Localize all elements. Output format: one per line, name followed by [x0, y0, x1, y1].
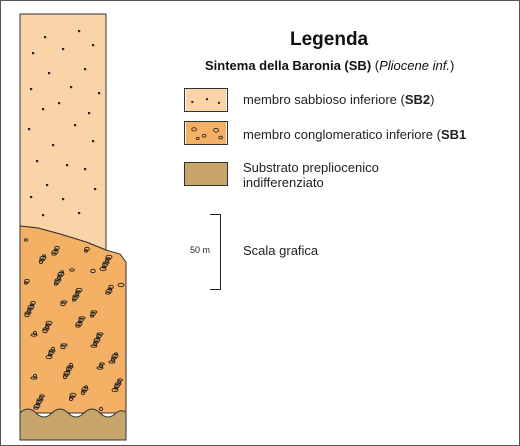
legend-subtitle-age: Pliocene inf.	[379, 58, 450, 73]
sand-dot	[66, 164, 68, 166]
legend-item-sb2-code: SB2	[405, 92, 430, 107]
sand-dot	[30, 88, 32, 90]
sand-dot	[36, 160, 38, 162]
legend-title: Legenda	[290, 29, 368, 51]
sand-dot	[42, 214, 44, 216]
legend-item-substrate-line1: Substrato prepliocenico	[243, 160, 379, 175]
sand-dot	[74, 124, 76, 126]
scale-label: Scala grafica	[243, 243, 318, 258]
sand-dot	[32, 52, 34, 54]
sand-dot	[62, 198, 64, 200]
sand-dot	[30, 196, 32, 198]
scale-bar	[210, 214, 222, 290]
sand-dot	[42, 108, 44, 110]
sand-dot	[58, 102, 60, 104]
swatch-sb2	[184, 88, 228, 112]
sand-dot	[78, 30, 80, 32]
sand-dot	[70, 86, 72, 88]
sand-dot	[78, 212, 80, 214]
scale-value: 50 m	[190, 245, 210, 255]
sand-dot	[84, 68, 86, 70]
legend-item-sb1-code: SB1	[441, 127, 466, 142]
sand-dot	[94, 188, 96, 190]
sand-dot	[52, 144, 54, 146]
legend-item-sb2: membro sabbioso inferiore (SB2)	[243, 92, 435, 107]
legend-item-sb2-suffix: )	[430, 92, 434, 107]
legend-subtitle-name: Sintema della Baronia (SB)	[205, 58, 371, 73]
sand-dot	[62, 48, 64, 50]
stratigraphic-column	[0, 0, 140, 446]
legend-item-sb2-label: membro sabbioso inferiore (	[243, 92, 405, 107]
column-unit-substrate	[20, 409, 126, 440]
sand-dot	[84, 168, 86, 170]
column-unit-sb1	[20, 226, 126, 413]
sand-dot	[98, 92, 100, 94]
legend-subtitle: Sintema della Baronia (SB) (Pliocene inf…	[205, 58, 454, 73]
legend-item-substrate: Substrato prepliocenico indifferenziato	[243, 160, 379, 190]
sand-dot	[46, 184, 48, 186]
swatch-substrate	[184, 162, 228, 186]
legend-item-sb1-label: membro conglomeratico inferiore (	[243, 127, 441, 142]
sand-dot	[28, 128, 30, 130]
legend-item-substrate-line2: indifferenziato	[243, 175, 379, 190]
sand-dot	[44, 36, 46, 38]
sand-dot	[48, 72, 50, 74]
sand-dot	[88, 112, 90, 114]
legend-item-sb1: membro conglomeratico inferiore (SB1	[243, 127, 466, 142]
sand-dot	[92, 44, 94, 46]
sand-dot	[92, 140, 94, 142]
swatch-sb1	[184, 121, 228, 145]
